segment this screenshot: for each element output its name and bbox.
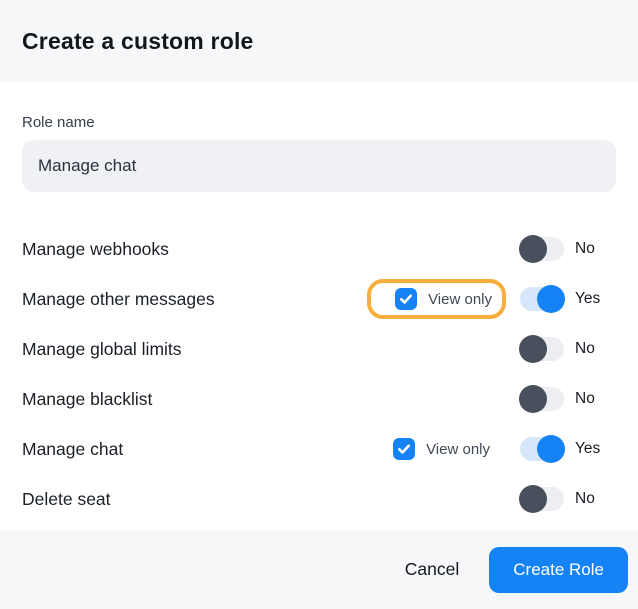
permission-toggle[interactable] (519, 235, 565, 263)
permission-label: Manage webhooks (22, 238, 169, 259)
permission-toggle[interactable] (519, 385, 565, 413)
permission-label: Manage global limits (22, 338, 182, 359)
dialog-body: Role name Manage webhooks No Manage othe… (0, 82, 638, 530)
toggle-knob (519, 485, 547, 513)
permissions-list: Manage webhooks No Manage other messages (22, 224, 616, 524)
toggle-knob (537, 435, 565, 463)
toggle-knob (519, 385, 547, 413)
permission-label: Delete seat (22, 488, 111, 509)
view-only-label: View only (426, 440, 490, 458)
view-only-label: View only (428, 290, 492, 308)
permission-toggle[interactable] (519, 285, 565, 313)
role-name-label: Role name (22, 114, 95, 131)
toggle-group: No (519, 235, 616, 263)
permission-row: Manage other messages View only Yes (22, 274, 616, 324)
permission-label: Manage blacklist (22, 388, 153, 409)
permission-row: Delete seat No (22, 474, 616, 524)
permission-toggle[interactable] (519, 435, 565, 463)
toggle-knob (519, 335, 547, 363)
view-only-checkbox-group[interactable]: View only (367, 279, 506, 319)
toggle-state-label: Yes (575, 440, 601, 457)
view-only-checkbox[interactable] (395, 288, 418, 310)
toggle-group: No (519, 485, 616, 513)
dialog-header: Create a custom role (0, 0, 638, 82)
view-only-checkbox-group[interactable]: View only (393, 438, 490, 460)
permission-row: Manage global limits No (22, 324, 616, 374)
dialog-footer: Cancel Create Role (0, 530, 638, 609)
role-name-input[interactable] (22, 140, 616, 192)
permission-row: Manage blacklist No (22, 374, 616, 424)
permission-toggle[interactable] (519, 335, 565, 363)
create-role-button[interactable]: Create Role (489, 546, 628, 593)
toggle-state-label: No (575, 390, 595, 407)
toggle-knob (519, 235, 547, 263)
dialog-title: Create a custom role (22, 27, 254, 54)
permission-label: Manage other messages (22, 288, 215, 309)
permission-row: Manage chat View only Yes (22, 424, 616, 474)
toggle-state-label: Yes (575, 290, 601, 307)
permission-toggle[interactable] (519, 485, 565, 513)
permission-label: Manage chat (22, 438, 124, 459)
checkmark-icon (398, 444, 411, 454)
checkmark-icon (400, 294, 413, 304)
toggle-group: Yes (519, 435, 616, 463)
toggle-state-label: No (575, 340, 595, 357)
toggle-group: No (519, 335, 616, 363)
view-only-checkbox[interactable] (393, 438, 416, 460)
toggle-knob (537, 285, 565, 313)
permission-row: Manage webhooks No (22, 224, 616, 274)
toggle-state-label: No (575, 240, 595, 257)
toggle-state-label: No (575, 490, 595, 507)
toggle-group: No (519, 385, 616, 413)
toggle-group: Yes (519, 285, 616, 313)
cancel-button[interactable]: Cancel (404, 559, 460, 579)
